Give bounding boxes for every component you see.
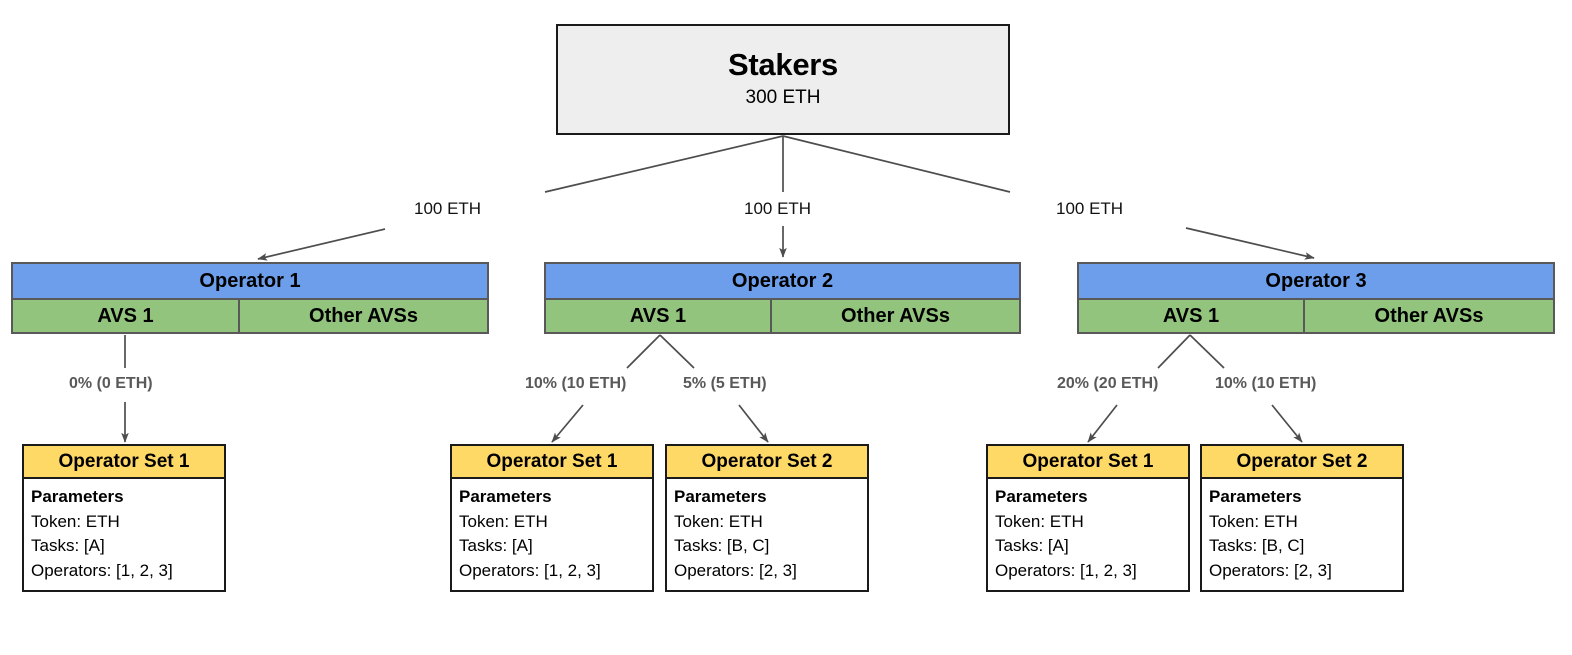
stake-label-op2: 100 ETH [744, 199, 812, 218]
param-token-op2-set1: Token: ETH [459, 511, 548, 531]
operator-set-title-op1-set1: Operator Set 1 [24, 446, 224, 479]
operator-set-body-op2-set2: Parameters Token: ETH Tasks: [B, C] Oper… [667, 479, 867, 591]
allocation-label-op3-set2: 10% (10 ETH) [1215, 375, 1317, 392]
edge-op3-avs-left-top [1157, 334, 1191, 369]
edge-stakers-op3-top [782, 135, 1011, 193]
param-tasks-op1-set1: Tasks: [A] [31, 536, 105, 556]
edge-op2-set1 [551, 404, 584, 443]
avs-row-1: AVS 1 Other AVSs [13, 298, 487, 332]
operator-name-2: Operator 2 [546, 264, 1019, 298]
allocation-label-op3-set1: 20% (20 ETH) [1057, 375, 1159, 392]
stake-label-op3: 100 ETH [1056, 199, 1124, 218]
operator-set-card-op3-set2[interactable]: Operator Set 2 Parameters Token: ETH Tas… [1200, 444, 1404, 592]
operator-name-1: Operator 1 [13, 264, 487, 298]
param-operators-op3-set1: Operators: [1, 2, 3] [995, 560, 1137, 580]
other-avss-cell-operator-2[interactable]: Other AVSs [772, 300, 1019, 332]
param-token-op1-set1: Token: ETH [31, 511, 120, 531]
params-heading-op1-set1: Parameters [31, 487, 124, 506]
param-operators-op2-set1: Operators: [1, 2, 3] [459, 560, 601, 580]
avs-row-2: AVS 1 Other AVSs [546, 298, 1019, 332]
allocation-label-op1-set1: 0% (0 ETH) [69, 375, 153, 392]
edge-op3-set1 [1087, 404, 1118, 443]
allocation-label-op2-set2: 5% (5 ETH) [683, 375, 767, 392]
operator-set-card-op2-set1[interactable]: Operator Set 1 Parameters Token: ETH Tas… [450, 444, 654, 592]
operator-set-body-op3-set2: Parameters Token: ETH Tasks: [B, C] Oper… [1202, 479, 1402, 591]
param-tasks-op3-set1: Tasks: [A] [995, 536, 1069, 556]
stakers-title: Stakers [728, 46, 838, 82]
param-tasks-op3-set2: Tasks: [B, C] [1209, 536, 1305, 556]
edge-op3-set2 [1271, 404, 1303, 443]
params-heading-op3-set1: Parameters [995, 487, 1088, 506]
edge-stakers-op1 [257, 228, 386, 261]
operator-set-title-op3-set1: Operator Set 1 [988, 446, 1188, 479]
other-avss-cell-operator-1[interactable]: Other AVSs [240, 300, 487, 332]
param-operators-op3-set2: Operators: [2, 3] [1209, 560, 1332, 580]
params-heading-op2-set1: Parameters [459, 487, 552, 506]
param-tasks-op2-set1: Tasks: [A] [459, 536, 533, 556]
param-operators-op1-set1: Operators: [1, 2, 3] [31, 560, 173, 580]
operator-card-1[interactable]: Operator 1 AVS 1 Other AVSs [11, 262, 489, 334]
stakers-node[interactable]: Stakers 300 ETH [556, 24, 1010, 135]
avs1-cell-operator-2[interactable]: AVS 1 [546, 300, 772, 332]
avs1-cell-operator-3[interactable]: AVS 1 [1079, 300, 1305, 332]
avs1-cell-operator-1[interactable]: AVS 1 [13, 300, 240, 332]
params-heading-op3-set2: Parameters [1209, 487, 1302, 506]
operator-name-3: Operator 3 [1079, 264, 1553, 298]
allocation-label-op2-set1: 10% (10 ETH) [525, 375, 627, 392]
params-heading-op2-set2: Parameters [674, 487, 767, 506]
param-tasks-op2-set2: Tasks: [B, C] [674, 536, 770, 556]
other-avss-cell-operator-3[interactable]: Other AVSs [1305, 300, 1553, 332]
edge-stakers-op3 [1185, 227, 1315, 260]
operator-set-body-op2-set1: Parameters Token: ETH Tasks: [A] Operato… [452, 479, 652, 591]
param-token-op3-set1: Token: ETH [995, 511, 1084, 531]
operator-set-title-op2-set2: Operator Set 2 [667, 446, 867, 479]
operator-set-card-op1-set1[interactable]: Operator Set 1 Parameters Token: ETH Tas… [22, 444, 226, 592]
edge-op2-avs-right-top [659, 334, 695, 369]
param-operators-op2-set2: Operators: [2, 3] [674, 560, 797, 580]
edge-op2-avs-left-top [626, 334, 661, 369]
operator-set-body-op1-set1: Parameters Token: ETH Tasks: [A] Operato… [24, 479, 224, 591]
operator-set-card-op3-set1[interactable]: Operator Set 1 Parameters Token: ETH Tas… [986, 444, 1190, 592]
stake-label-op1: 100 ETH [414, 199, 482, 218]
stakers-amount: 300 ETH [745, 86, 821, 108]
operator-set-title-op2-set1: Operator Set 1 [452, 446, 652, 479]
edge-op2-set2 [738, 404, 769, 443]
operator-set-body-op3-set1: Parameters Token: ETH Tasks: [A] Operato… [988, 479, 1188, 591]
param-token-op3-set2: Token: ETH [1209, 511, 1298, 531]
edge-stakers-op1-top [544, 135, 784, 193]
edge-op3-avs-right-top [1189, 334, 1225, 369]
avs-row-3: AVS 1 Other AVSs [1079, 298, 1553, 332]
operator-card-2[interactable]: Operator 2 AVS 1 Other AVSs [544, 262, 1021, 334]
operator-set-title-op3-set2: Operator Set 2 [1202, 446, 1402, 479]
operator-card-3[interactable]: Operator 3 AVS 1 Other AVSs [1077, 262, 1555, 334]
operator-set-card-op2-set2[interactable]: Operator Set 2 Parameters Token: ETH Tas… [665, 444, 869, 592]
param-token-op2-set2: Token: ETH [674, 511, 763, 531]
